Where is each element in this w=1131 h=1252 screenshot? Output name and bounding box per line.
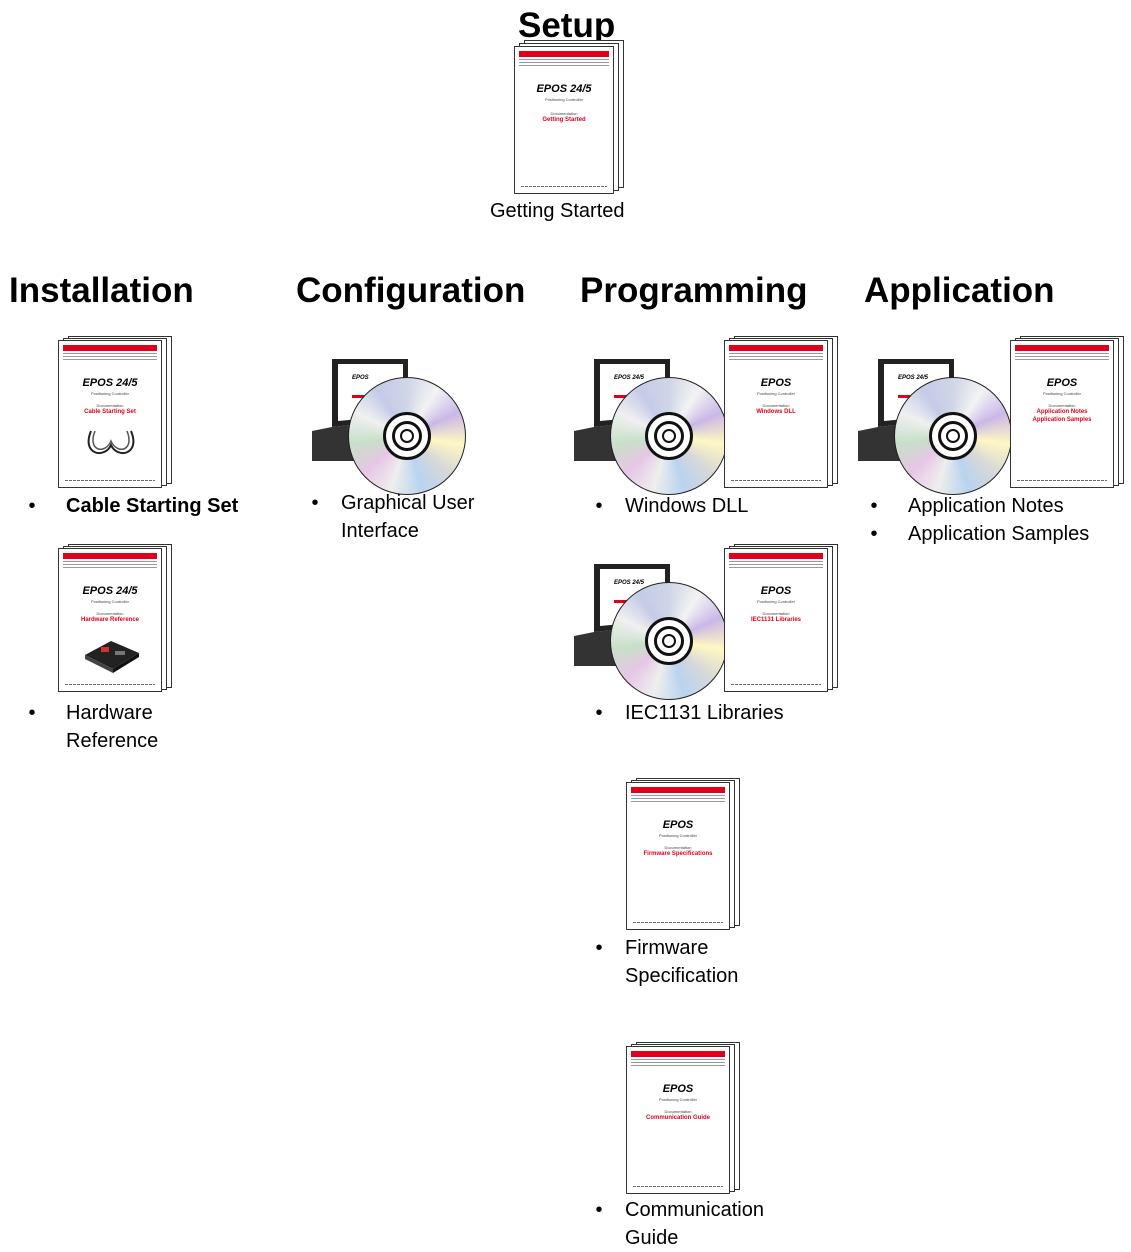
doc-title: Communication Guide xyxy=(645,1115,710,1121)
list-item-label: IEC1131 Libraries xyxy=(625,702,784,724)
doc-label: Documentation xyxy=(664,845,692,850)
list-item-label-line2: Specification xyxy=(625,965,739,987)
doc-logo: EPOS xyxy=(760,585,792,597)
list-item-windows-dll: • Windows DLL xyxy=(593,492,853,520)
list-item-label: Application Notes xyxy=(908,495,1064,517)
doc-label: Documentation xyxy=(96,611,124,616)
list-item-label: Application Samples xyxy=(908,523,1090,545)
controller-board-icon xyxy=(85,641,139,673)
list-item-label-line2: Reference xyxy=(66,730,159,752)
firmware-specification-document-icon: EPOS Positioning Controller Documentatio… xyxy=(626,778,742,932)
list-item-cable-starting-set: • Cable Starting Set xyxy=(26,492,286,520)
doc-label: Documentation xyxy=(762,403,790,408)
windows-dll-document-icon: EPOS Positioning Controller Documentatio… xyxy=(724,336,840,490)
list-item-iec1131: • IEC1131 Libraries xyxy=(593,699,853,727)
bullet: • xyxy=(311,492,319,514)
doc-subtitle: Positioning Controller xyxy=(658,1097,698,1102)
list-item-label: Cable Starting Set xyxy=(66,495,239,517)
doc-label: Documentation xyxy=(762,611,790,616)
bullet: • xyxy=(28,495,36,517)
installation-heading: Installation xyxy=(9,271,194,310)
doc-logo: EPOS 24/5 xyxy=(82,585,138,597)
doc-logo: EPOS xyxy=(1046,377,1078,389)
hardware-reference-document-icon: EPOS 24/5 Positioning Controller Documen… xyxy=(58,544,172,694)
bullet: • xyxy=(28,702,36,724)
bullet: • xyxy=(595,1199,603,1221)
configuration-heading: Configuration xyxy=(296,271,526,310)
doc-subtitle: Positioning Controller xyxy=(756,599,796,604)
doc-logo: EPOS 24/5 xyxy=(82,377,138,389)
bullet: • xyxy=(595,702,603,724)
list-item-label: Windows DLL xyxy=(625,495,749,517)
doc-logo: EPOS xyxy=(760,377,792,389)
application-heading: Application xyxy=(864,271,1055,310)
windows-dll-cd-laptop-icon: EPOS 24/5 xyxy=(574,355,734,495)
list-item-label-line2: Interface xyxy=(341,520,419,542)
bullet: • xyxy=(870,495,878,517)
list-item-label: Firmware xyxy=(625,937,709,959)
doc-title: Hardware Reference xyxy=(80,617,140,623)
doc-subtitle: Positioning Controller xyxy=(90,599,130,604)
doc-logo: EPOS 24/5 xyxy=(536,83,592,95)
application-cd-laptop-icon: EPOS 24/5 xyxy=(858,355,1018,495)
application-document-icon: EPOS Positioning Controller Documentatio… xyxy=(1010,336,1126,490)
doc-logo: EPOS xyxy=(662,1083,694,1095)
doc-title: IEC1131 Libraries xyxy=(750,617,802,623)
doc-subtitle: Positioning Controller xyxy=(756,391,796,396)
doc-logo: EPOS xyxy=(662,819,694,831)
list-item-application-notes: • Application Notes xyxy=(868,492,1128,520)
bullet: • xyxy=(595,937,603,959)
doc-title: Getting Started xyxy=(542,117,586,123)
programming-heading: Programming xyxy=(580,271,808,310)
setup-heading: Setup xyxy=(518,6,616,45)
list-item-gui: • Graphical User Interface xyxy=(309,489,579,545)
doc-title: Cable Starting Set xyxy=(84,409,136,415)
list-item-label: Communication xyxy=(625,1199,764,1221)
list-item-hardware-reference: • Hardware Reference xyxy=(26,699,286,755)
list-item-label: Hardware xyxy=(66,702,153,724)
doc-subtitle: Positioning Controller xyxy=(1042,391,1082,396)
gui-cd-laptop-icon: EPOS xyxy=(312,355,472,495)
cable-starting-set-document-icon: EPOS 24/5 Positioning Controller Documen… xyxy=(58,336,172,490)
doc-subtitle: Positioning Controller xyxy=(544,97,584,102)
communication-guide-document-icon: EPOS Positioning Controller Documentatio… xyxy=(626,1042,742,1196)
doc-subtitle: Positioning Controller xyxy=(90,391,130,396)
list-item-communication-guide: • Communication Guide xyxy=(593,1196,853,1252)
list-item-label-line2: Guide xyxy=(625,1227,679,1249)
doc-title: Firmware Specifications xyxy=(643,851,713,857)
doc-title: Windows DLL xyxy=(756,409,796,415)
svg-text:EPOS 24/5: EPOS 24/5 xyxy=(614,375,645,381)
iec1131-cd-laptop-icon: EPOS 24/5 xyxy=(574,560,734,700)
list-item-firmware-specification: • Firmware Specification xyxy=(593,934,853,990)
svg-text:EPOS 24/5: EPOS 24/5 xyxy=(898,375,929,381)
svg-text:EPOS: EPOS xyxy=(352,375,369,381)
doc-title: Application Notes xyxy=(1036,409,1088,415)
svg-text:EPOS 24/5: EPOS 24/5 xyxy=(614,580,645,586)
doc-subtitle: Positioning Controller xyxy=(658,833,698,838)
doc-label: Documentation xyxy=(664,1109,692,1114)
doc-label: Documentation xyxy=(1048,403,1076,408)
bullet: • xyxy=(595,495,603,517)
iec1131-document-icon: EPOS Positioning Controller Documentatio… xyxy=(724,544,840,694)
doc-title-line2: Application Samples xyxy=(1032,417,1092,423)
doc-label: Documentation xyxy=(550,111,578,116)
list-item-label: Graphical User xyxy=(341,492,475,514)
getting-started-document-icon: EPOS 24/5 Positioning Controller Documen… xyxy=(514,40,626,196)
bullet: • xyxy=(870,523,878,545)
list-item-application-samples: • Application Samples xyxy=(868,520,1128,548)
doc-label: Documentation xyxy=(96,403,124,408)
getting-started-caption: Getting Started xyxy=(490,200,625,222)
cable-icon xyxy=(87,430,135,454)
